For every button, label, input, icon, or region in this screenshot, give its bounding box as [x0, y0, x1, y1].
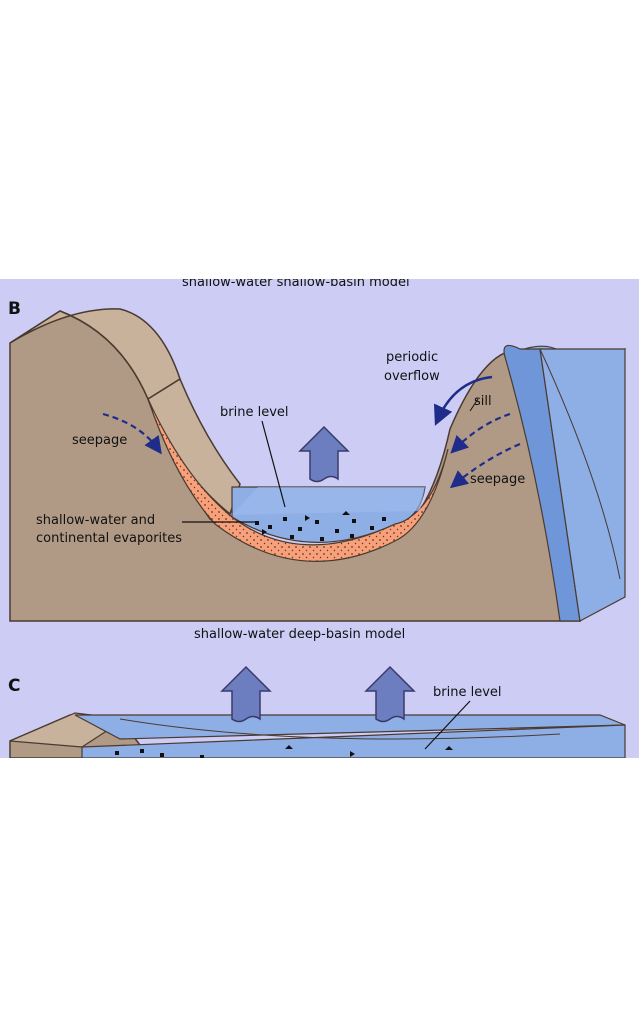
panel-b-seepage-arrow-right-upper	[450, 412, 511, 454]
panel-b-crystals	[255, 511, 386, 541]
panel-b-title: shallow-water shallow-basin model	[182, 279, 410, 290]
label-seepage-right: seepage	[470, 472, 526, 487]
panel-c-letter: C	[8, 676, 21, 696]
panel-b-brine-leader	[261, 420, 286, 508]
label-sill: sill	[474, 394, 492, 409]
label-evaporites-line1: shallow-water and	[36, 513, 156, 528]
panel-b-sea-side	[539, 348, 626, 622]
panel-b-ground	[9, 310, 581, 622]
panel-b-brine-surface	[232, 487, 425, 515]
panel-c-evaporation-arrow-right	[364, 665, 416, 723]
evaporite-models-diagram: shallow-water shallow-basin model B peri…	[0, 279, 639, 758]
panel-c-crystals	[115, 745, 453, 758]
panel-b-left-top-surface	[9, 308, 181, 401]
diagram-artwork	[9, 308, 627, 758]
label-periodic: periodic	[386, 350, 439, 365]
panel-b-letter: B	[8, 299, 21, 319]
label-seepage-left: seepage	[72, 433, 128, 448]
label-overflow: overflow	[384, 369, 440, 384]
panel-b-sea-front	[503, 344, 581, 622]
panel-c-title: shallow-water deep-basin model	[194, 627, 406, 642]
panel-c-evaporation-arrow-left	[220, 665, 272, 723]
panel-b-seepage-arrow-left	[102, 412, 162, 455]
label-evaporites-line2: continental evaporites	[36, 531, 183, 546]
panel-c-brine-leader	[424, 700, 471, 750]
label-brine-level-c: brine level	[433, 685, 502, 700]
panel-c-water-front	[81, 724, 626, 758]
panel-b-overflow-arrow	[433, 375, 493, 426]
label-brine-level-b: brine level	[220, 405, 289, 420]
panel-b-sill-leader	[469, 398, 479, 412]
panel-b-evaporation-arrow	[298, 425, 350, 483]
